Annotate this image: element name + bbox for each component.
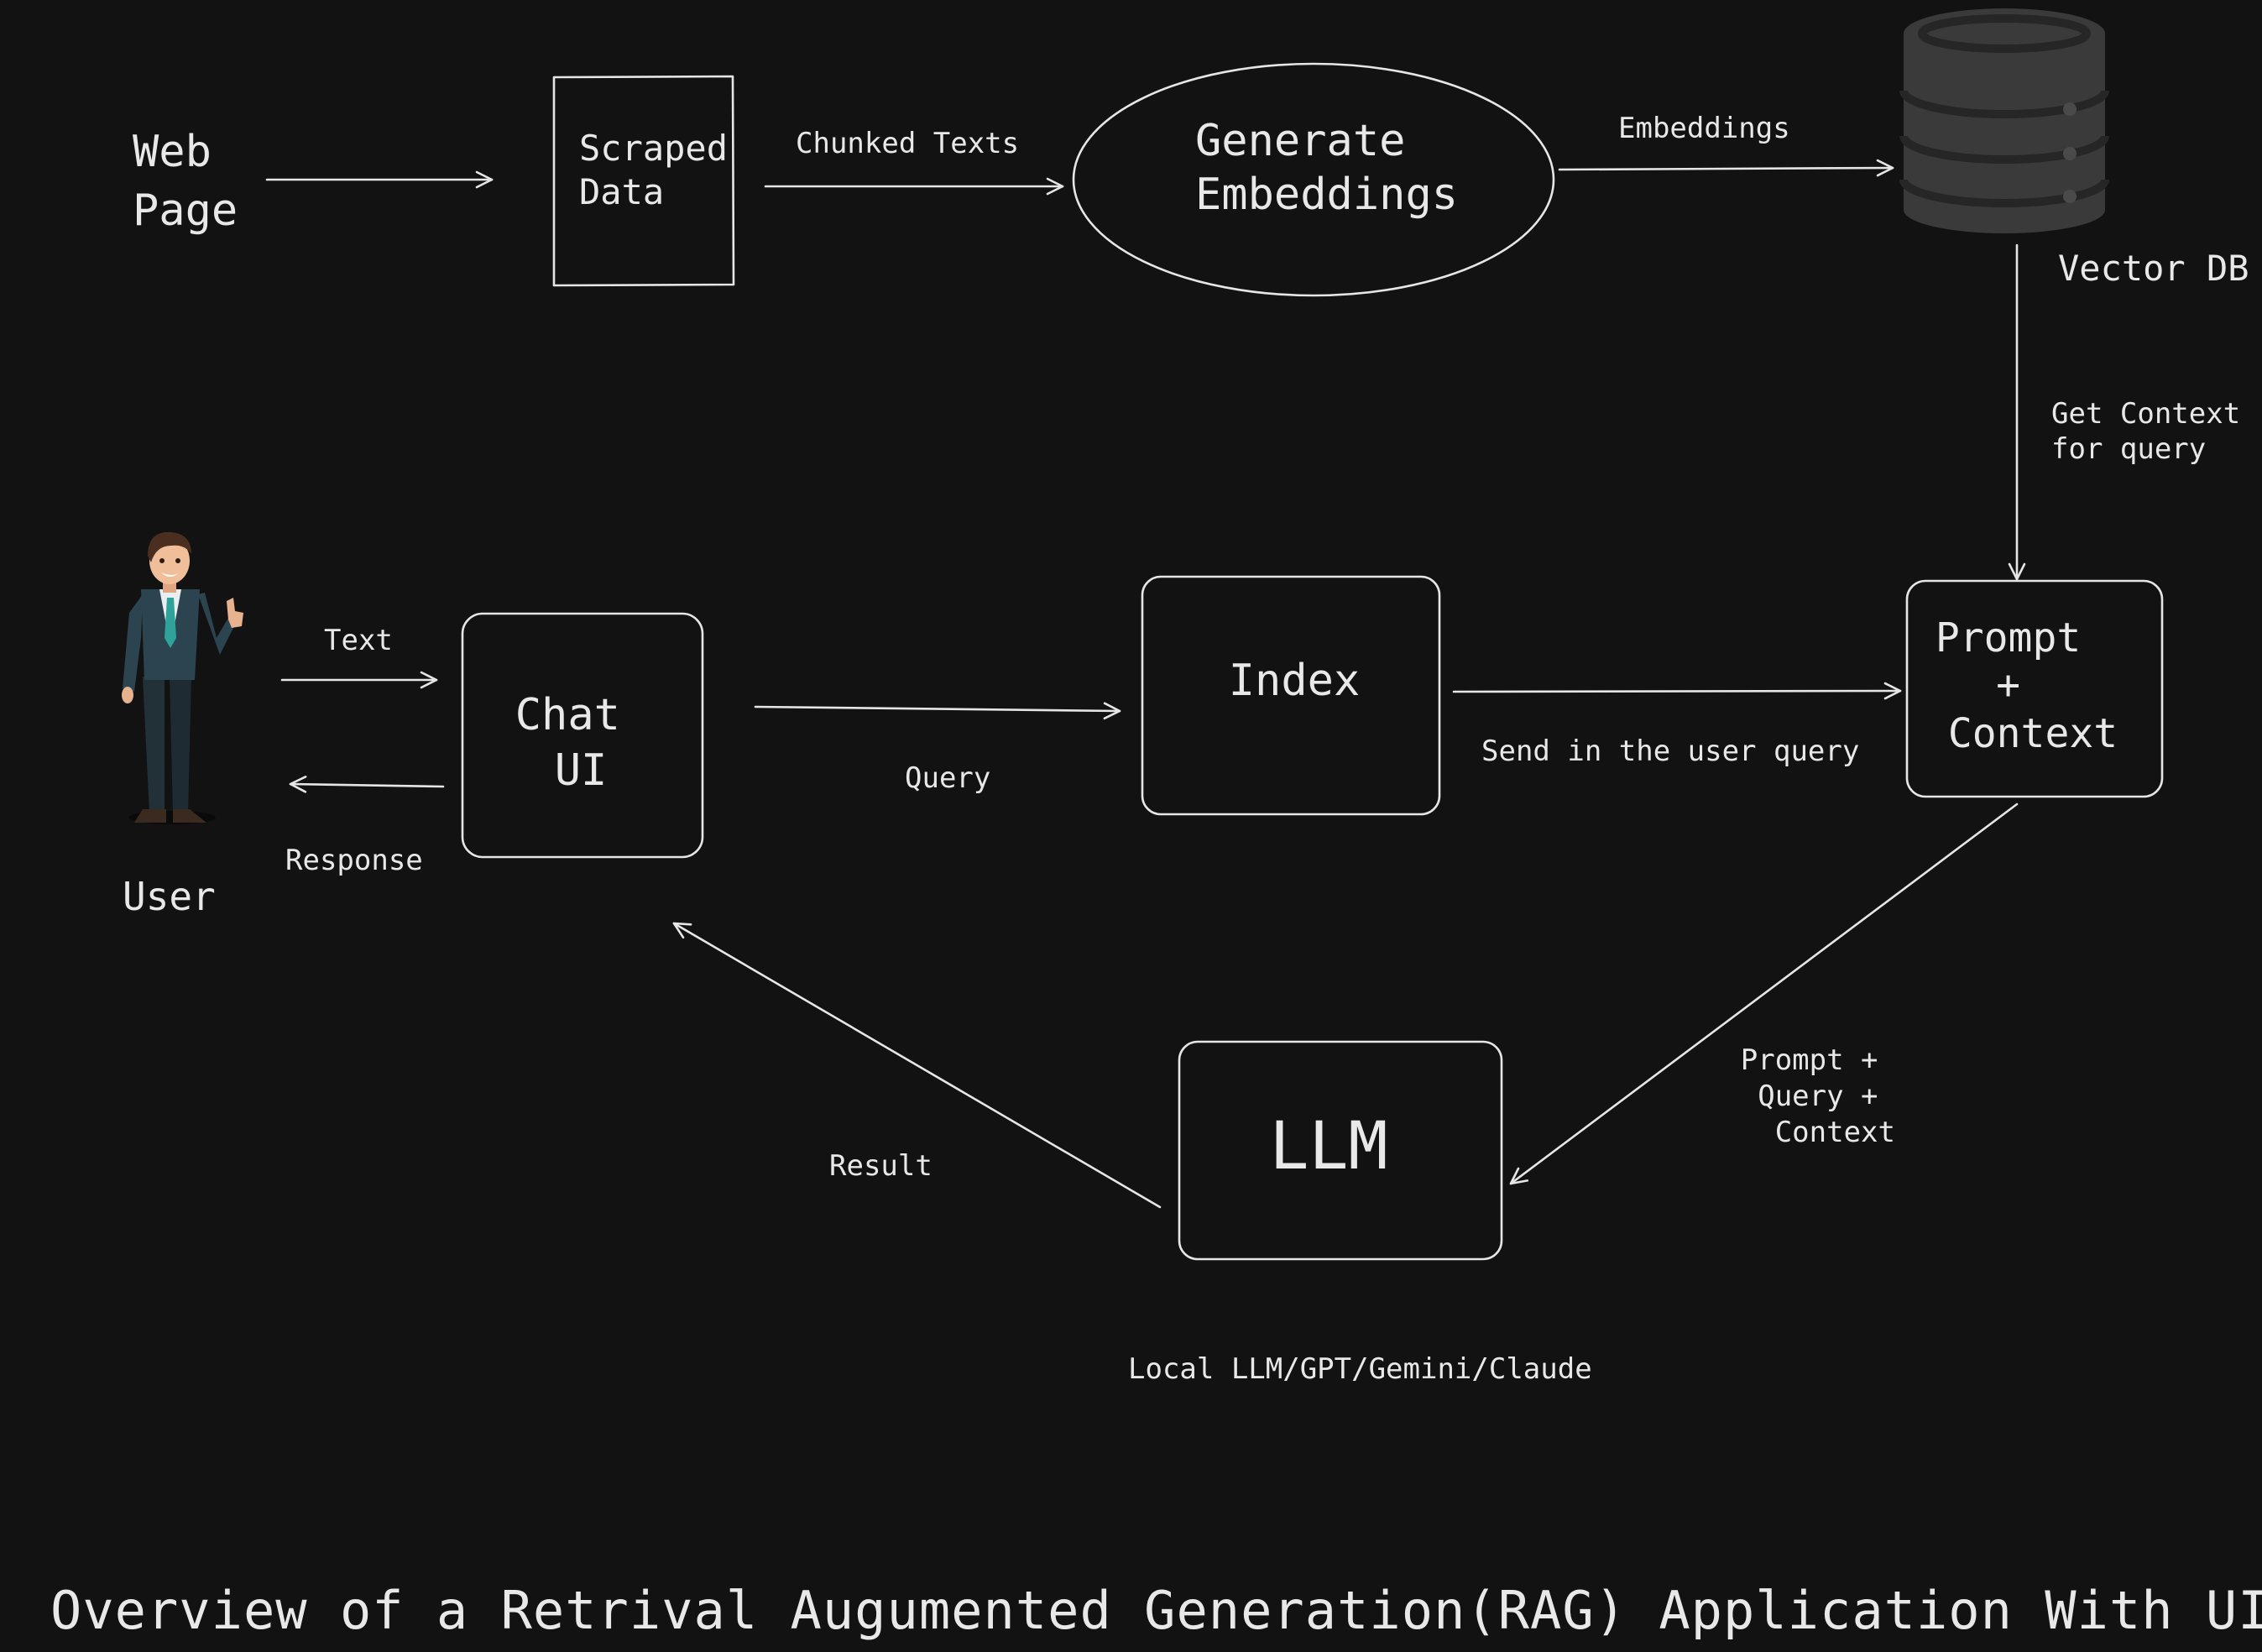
chunked-texts-label: Chunked Texts	[796, 127, 1019, 160]
prompt-context-label: Prompt + Context	[1935, 614, 2118, 757]
prompt-query-context-label: Prompt + Query + Context	[1741, 1043, 1895, 1149]
web-page-label: Web Page	[133, 127, 238, 236]
scraped-data-label: Scraped Data	[579, 128, 749, 212]
generate-embeddings-label: Generate Embeddings	[1195, 116, 1458, 220]
chat-ui-box	[461, 612, 704, 859]
arrow-llm-to-chat	[672, 922, 1162, 1209]
chat-ui-label: Chat UI	[515, 690, 647, 796]
generate-embeddings-ellipse	[1072, 62, 1555, 297]
index-box	[1141, 575, 1441, 816]
database-icon	[1899, 8, 2109, 233]
user-label: User	[123, 874, 216, 919]
result-label: Result	[829, 1149, 932, 1183]
prompt-context-box	[1905, 579, 2164, 798]
arrow-chat-to-user	[289, 775, 445, 793]
response-label: Response	[285, 844, 423, 877]
arrow-chat-to-index	[754, 702, 1121, 720]
index-label: Index	[1229, 656, 1361, 706]
user-avatar-icon	[122, 531, 243, 824]
query-label: Query	[905, 761, 990, 795]
llm-caption: Local LLM/GPT/Gemini/Claude	[1128, 1352, 1592, 1386]
diagram-title: Overview of a Retrival Augumented Genera…	[50, 1580, 2262, 1641]
send-query-label: Send in the user query	[1481, 735, 1859, 768]
arrow-prompt-to-llm	[1509, 802, 2019, 1185]
arrow-embeddings-to-db	[1558, 159, 1894, 177]
embeddings-label: Embeddings	[1618, 112, 1790, 145]
llm-box	[1178, 1040, 1503, 1261]
arrow-index-to-prompt	[1452, 682, 1902, 700]
text-label: Text	[324, 624, 393, 657]
llm-label: LLM	[1270, 1109, 1388, 1184]
scraped-data-box	[552, 75, 735, 287]
vector-db-label: Vector DB	[2058, 248, 2249, 289]
get-context-label: Get Context for query	[2051, 397, 2258, 466]
